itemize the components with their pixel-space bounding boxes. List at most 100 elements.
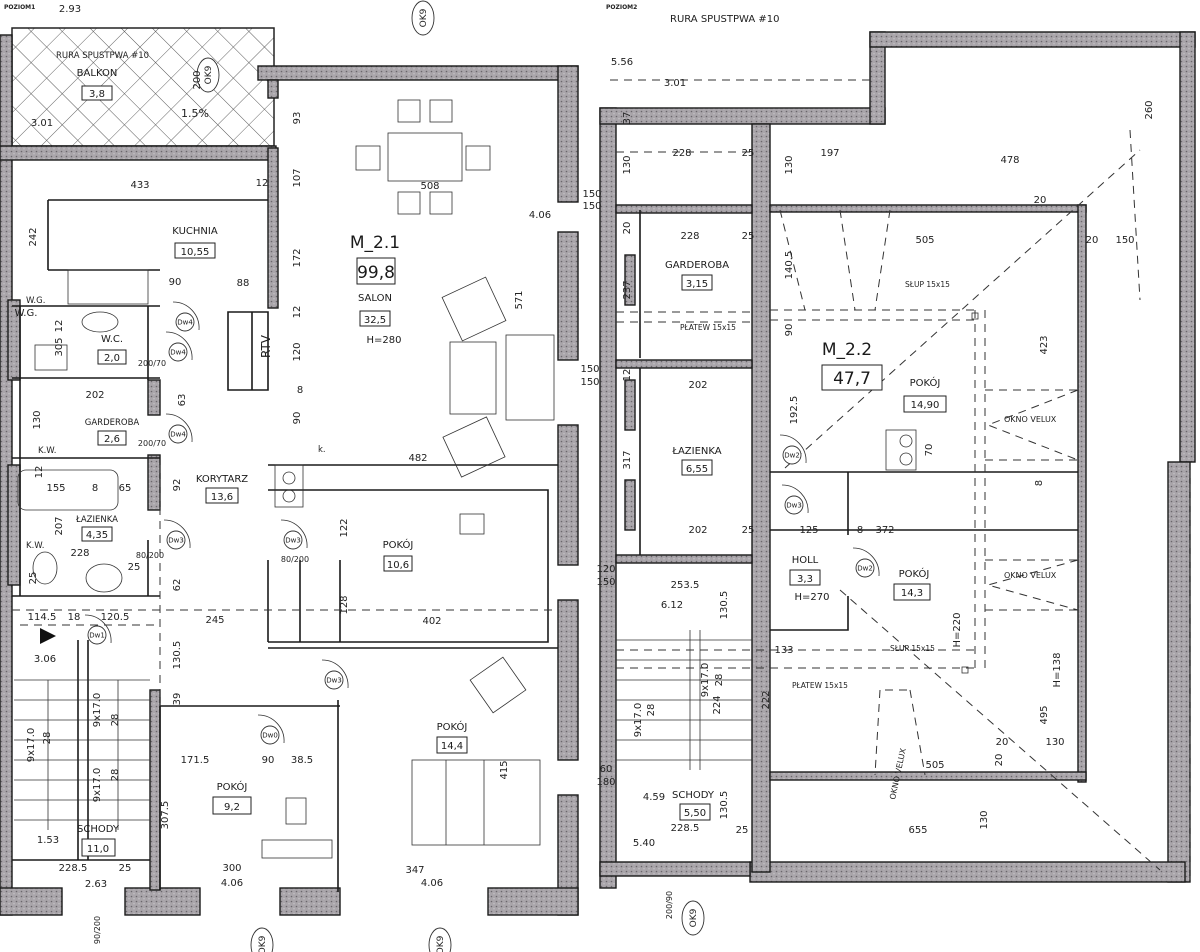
- dimension-label: 20: [996, 737, 1009, 748]
- door-tag: Dw2: [852, 547, 880, 578]
- room-name: KORYTARZ: [196, 474, 248, 485]
- dimension-label: 505: [915, 235, 934, 246]
- dimension-label: 20: [1034, 195, 1047, 206]
- unit-label-right: M_2.2: [822, 340, 872, 360]
- room-lazienka-right: ŁAZIENKA 6,55: [671, 446, 722, 476]
- window-mark: OK9: [428, 927, 452, 952]
- dimension-label: 9x17.0: [92, 768, 103, 803]
- dimension-label: 200/70: [138, 359, 166, 368]
- balcony-floor: [11, 27, 275, 147]
- dimension-label: 4.06: [529, 210, 551, 221]
- dimension-label: 25: [742, 148, 755, 159]
- room-holl: HOLL 3,3 H=270: [789, 555, 830, 603]
- room-pokoj-14-90: POKÓJ 14,90: [903, 376, 947, 413]
- dimension-label: 655: [908, 825, 927, 836]
- window-code: OK9: [258, 935, 268, 952]
- door-swing-icon: [163, 519, 191, 549]
- dimension-label: 228.5: [59, 863, 88, 874]
- room-schody-right: SCHODY 5,50: [672, 790, 715, 821]
- partitions-right: [610, 79, 1191, 880]
- door-circle: [784, 495, 804, 515]
- dimension-label: 63: [177, 394, 188, 407]
- room-name: SCHODY: [672, 790, 715, 801]
- dimension-label: 224: [712, 695, 723, 714]
- dimension-label: 4.06: [221, 878, 243, 889]
- dimension-label: 228: [672, 148, 691, 159]
- dimension-label: 25: [742, 525, 755, 536]
- door-tag: Dw3: [280, 519, 308, 550]
- dimension-label: 12: [292, 306, 303, 319]
- dimension-label: 38.5: [291, 755, 313, 766]
- room-name: POKÓJ: [217, 780, 248, 793]
- dimension-label: 90: [169, 277, 182, 288]
- dimension-label: 200/90: [665, 891, 674, 919]
- dimension-label: 28: [110, 714, 121, 727]
- kw-label: K.W.: [26, 541, 44, 551]
- dimension-label: 25: [119, 863, 132, 874]
- room-area: 11,0: [87, 844, 109, 855]
- dimension-label: 508: [420, 181, 439, 192]
- door-swing-icon: [779, 434, 807, 464]
- room-name: HOLL: [792, 555, 819, 566]
- door-swing-icon: [852, 547, 880, 577]
- dimension-label: W.G.: [15, 308, 38, 319]
- room-area: 5,50: [684, 808, 706, 819]
- dimension-label: 505: [925, 760, 944, 771]
- dimension-label: 120.5: [101, 612, 130, 623]
- door-code: Dw3: [786, 502, 802, 510]
- unit-area-right: 47,7: [833, 369, 871, 389]
- purlin-label: PŁATEW 15x15: [680, 323, 736, 332]
- room-name: POKÓJ: [383, 538, 414, 551]
- dimension-label: 171.5: [181, 755, 210, 766]
- dimension-label: 93: [292, 112, 303, 125]
- level-label-right: POZIOM2: [606, 4, 637, 11]
- door-circle: [260, 725, 280, 745]
- dimension-label: 150: [582, 201, 601, 212]
- door-code: Dw4: [170, 431, 186, 439]
- unit-label-left: M_2.1: [350, 233, 400, 253]
- rtv-label: RTV: [259, 334, 273, 358]
- room-area: 14,3: [901, 588, 923, 599]
- window-code: OK9: [689, 908, 699, 927]
- dimension-label: 172: [292, 248, 303, 267]
- dimension-label: 237: [622, 280, 633, 299]
- unit-area-left: 99,8: [357, 263, 395, 283]
- dimension-label: 130: [1045, 737, 1064, 748]
- room-schody-left: SCHODY 11,0: [77, 824, 120, 857]
- window-code: OK9: [204, 65, 214, 84]
- dimension-label: 155: [46, 483, 65, 494]
- dimension-label: 5.56: [611, 57, 633, 68]
- door-circle: [166, 530, 186, 550]
- dimension-label: 114.5: [28, 612, 57, 623]
- dimension-label: 1.53: [37, 835, 59, 846]
- room-name: GARDEROBA: [665, 260, 729, 271]
- door-code: Dw4: [170, 349, 186, 357]
- dimension-label: 9x17.0: [633, 703, 644, 738]
- furniture-right: [624, 254, 979, 674]
- dimension-label: 18: [68, 612, 81, 623]
- dimension-label: 433: [130, 180, 149, 191]
- room-area: 32,5: [364, 315, 386, 326]
- dimension-label: 9x17.0: [700, 663, 711, 698]
- dimension-label: 88: [237, 278, 250, 289]
- dimension-label: 140.5: [784, 251, 795, 280]
- room-pokoj-9-2: POKÓJ 9,2: [212, 780, 252, 815]
- door-tag: Dw3: [163, 519, 191, 550]
- room-name: POKÓJ: [437, 720, 468, 733]
- room-name: GARDEROBA: [85, 418, 140, 428]
- dimension-label: 228: [680, 231, 699, 242]
- room-height: H=270: [795, 592, 830, 603]
- door-tag: Dw2: [779, 434, 807, 465]
- room-height: H=280: [367, 335, 402, 346]
- room-area: 13,6: [211, 492, 233, 503]
- purlin-label: PŁATEW 15x15: [792, 681, 848, 690]
- room-area: 9,2: [224, 802, 240, 813]
- dimension-label: 202: [85, 390, 104, 401]
- door-circle: [175, 312, 195, 332]
- dimension-label: 39: [172, 693, 183, 706]
- dimension-label: 253.5: [671, 580, 700, 591]
- door-circle: [324, 670, 344, 690]
